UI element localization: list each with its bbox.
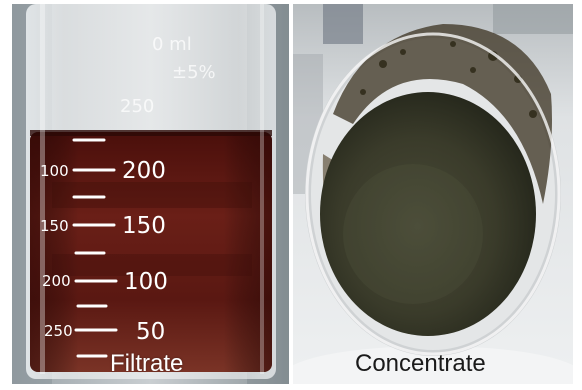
right-scale-label: 150 — [122, 213, 166, 239]
filtrate-caption: Filtrate — [110, 350, 184, 377]
left-scale-label: 150 — [40, 217, 69, 235]
right-scale-label: 50 — [136, 319, 165, 345]
graduation-ticks — [72, 138, 118, 358]
filtrate-photo: 0 ml ±5% 250 100 150 200 250 200 — [12, 4, 289, 384]
glass-mark-volume: 0 ml — [152, 34, 192, 55]
left-scale-label: 250 — [44, 322, 73, 340]
concentrate-dish-image — [293, 4, 573, 384]
glass-mark-capacity: 250 — [120, 96, 154, 117]
left-scale-label: 100 — [40, 162, 69, 180]
concentrate-photo: Concentrate — [293, 4, 573, 384]
concentrate-caption: Concentrate — [355, 350, 486, 377]
right-scale-label: 200 — [122, 158, 166, 184]
concentrate-paste — [320, 92, 536, 336]
left-scale-label: 200 — [42, 272, 71, 290]
right-scale-label: 100 — [124, 269, 168, 295]
glass-mark-tolerance: ±5% — [172, 62, 216, 83]
filtrate-beaker-image: 0 ml ±5% 250 100 150 200 250 200 — [12, 4, 289, 384]
